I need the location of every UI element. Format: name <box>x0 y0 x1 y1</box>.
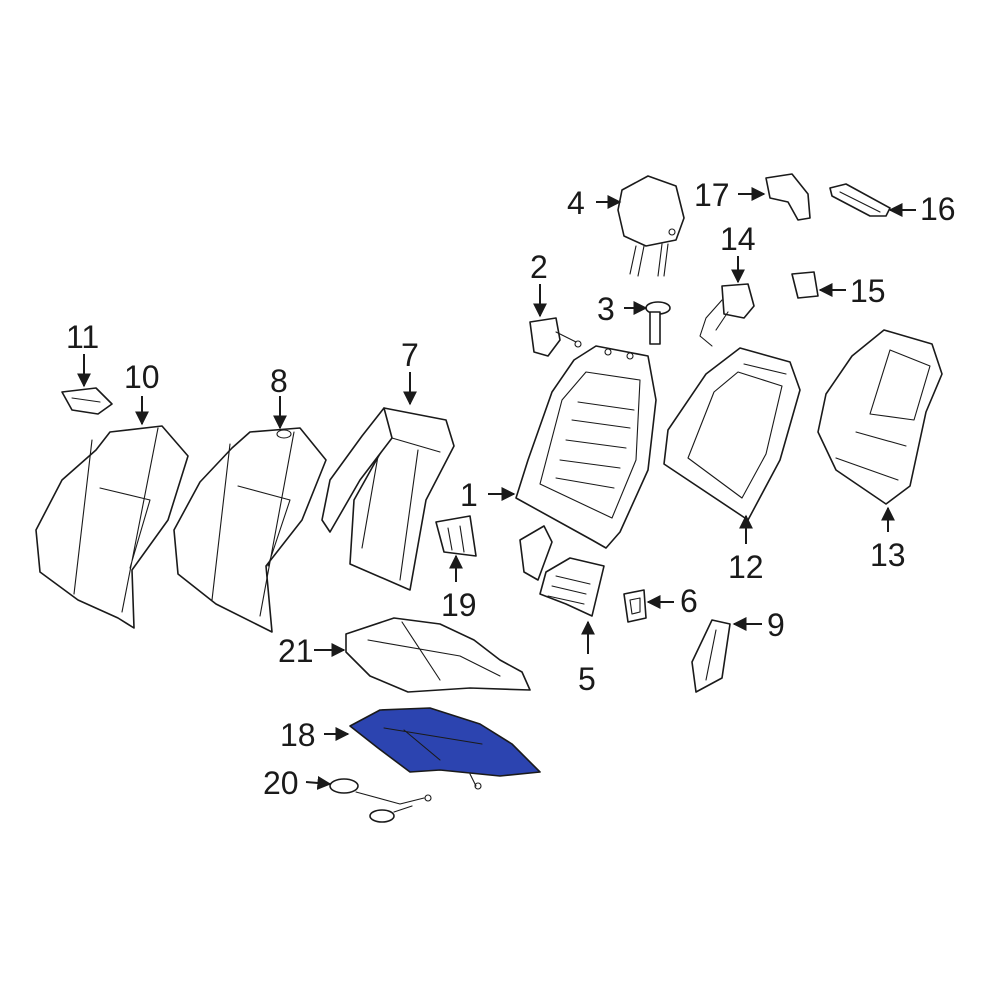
part-6-switch[interactable] <box>623 589 647 623</box>
part-21-seat-cushion[interactable] <box>345 617 531 693</box>
part-14-harness-bracket[interactable] <box>699 283 755 347</box>
callout-10: 10 <box>124 359 160 395</box>
callout-17: 17 <box>694 177 730 213</box>
callout-11: 11 <box>66 319 99 355</box>
part-8-seat-back-cover[interactable] <box>173 427 327 633</box>
callout-19: 19 <box>441 587 477 623</box>
leader-20 <box>305 775 332 790</box>
part-9-trim-panel[interactable] <box>691 619 731 693</box>
callout-14: 14 <box>720 221 756 257</box>
part-4-headrest[interactable] <box>617 175 685 277</box>
callout-9: 9 <box>767 607 785 643</box>
part-15-connector[interactable] <box>791 271 819 299</box>
leader-lines <box>77 187 916 790</box>
part-18-seat-heater[interactable] <box>349 707 541 790</box>
callout-3: 3 <box>597 291 615 327</box>
callout-2: 2 <box>530 249 548 285</box>
part-17-clip[interactable] <box>765 173 811 221</box>
callout-20: 20 <box>263 765 299 801</box>
callout-8: 8 <box>270 363 288 399</box>
callout-13: 13 <box>870 537 906 573</box>
part-7-side-pad[interactable] <box>321 407 455 591</box>
part-2-bracket[interactable] <box>529 317 582 357</box>
part-20-sensor[interactable] <box>329 778 432 823</box>
part-10-seat-back-cover[interactable] <box>35 425 189 629</box>
callout-16: 16 <box>920 191 956 227</box>
callout-12: 12 <box>728 549 764 585</box>
part-12-back-panel[interactable] <box>663 347 801 521</box>
callout-18: 18 <box>280 717 316 753</box>
part-16-bar[interactable] <box>829 183 891 217</box>
part-19-bracket[interactable] <box>435 515 477 557</box>
part-11-clip[interactable] <box>61 387 113 415</box>
callout-labels: 1 2 3 4 5 6 7 8 9 10 11 12 13 14 15 16 1… <box>66 177 956 801</box>
part-18-fill <box>349 707 541 777</box>
part-1-seat-back-frame[interactable] <box>515 345 657 549</box>
callout-15: 15 <box>850 273 886 309</box>
callout-4: 4 <box>567 185 585 221</box>
part-3-guide[interactable] <box>645 301 671 345</box>
callout-7: 7 <box>401 337 419 373</box>
part-5-lumbar-support[interactable] <box>519 525 605 617</box>
part-13-rear-shell[interactable] <box>817 329 943 505</box>
callout-5: 5 <box>578 661 596 697</box>
callout-6: 6 <box>680 583 698 619</box>
callout-21: 21 <box>278 633 314 669</box>
callout-1: 1 <box>460 477 478 513</box>
